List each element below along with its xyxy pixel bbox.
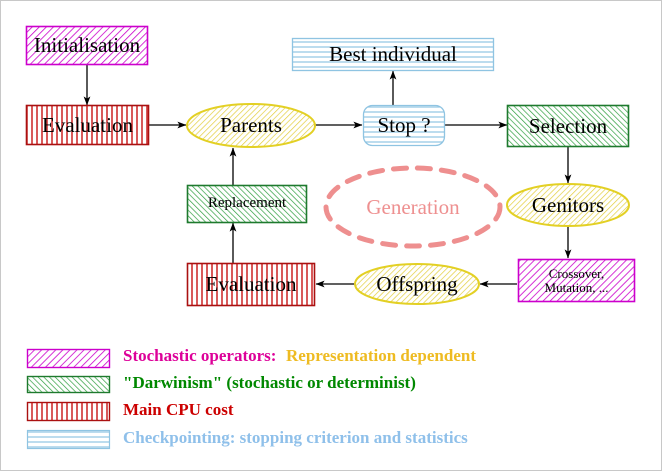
node-genitors[interactable] [506,183,630,227]
node-stop[interactable] [362,104,446,147]
node-offspring[interactable] [354,263,480,305]
legend-swatch-checkpointing [26,429,111,450]
node-generation [323,165,503,249]
node-initialisation[interactable] [25,25,149,66]
legend-label-checkpointing: Checkpointing: stopping criterion and st… [123,428,468,447]
node-evaluation-top[interactable] [25,104,150,146]
legend-swatch-cpu [26,401,111,422]
node-parents[interactable] [186,103,316,148]
node-selection[interactable] [506,104,630,148]
node-replacement[interactable] [186,184,308,224]
legend-label-representation-dependent: Representation dependent [286,346,476,365]
legend-label-darwinism: "Darwinism" (stochastic or determinist) [123,373,416,392]
legend-swatch-darwinism [26,375,111,394]
edge-group [83,64,572,288]
legend-label-cpu-cost: Main CPU cost [123,400,234,419]
legend-swatch-stochastic [26,348,111,369]
legend-label-stochastic: Stochastic operators: [123,346,277,365]
node-crossover[interactable] [517,258,636,303]
node-best-individual[interactable] [291,37,495,72]
node-evaluation-bottom[interactable] [186,262,316,307]
